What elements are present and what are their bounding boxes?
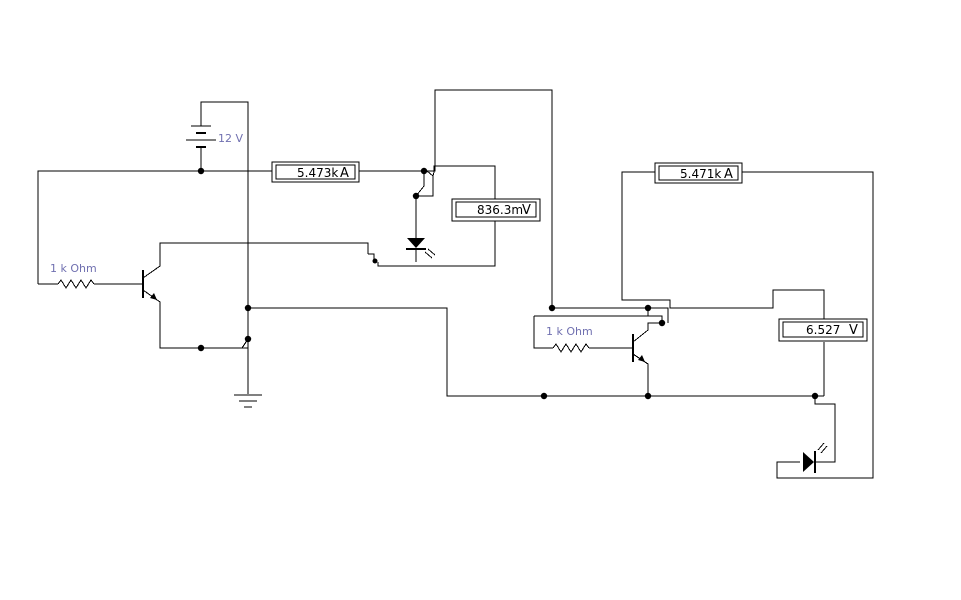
resistor-left-label: 1 k Ohm [50, 262, 97, 275]
junction [540, 392, 548, 400]
right-resistor-lead [533, 316, 553, 349]
voltmeter-led: 836.3m V [451, 198, 541, 222]
junction [197, 344, 205, 352]
transistor-right [632, 322, 662, 396]
led-left-icon [406, 238, 436, 262]
led-right-icon [803, 442, 828, 473]
ammeter-left-unit: A [340, 166, 349, 181]
battery-12v [186, 101, 249, 308]
resistor-right [552, 343, 633, 353]
voltmeter-led-value: 836.3m [477, 203, 523, 217]
battery-label: 12 V [218, 132, 243, 145]
transistor-left [142, 242, 369, 349]
switch-left [368, 221, 496, 267]
junction [644, 392, 652, 400]
ammeter-left: 5.473k A [271, 161, 360, 183]
junction [197, 167, 205, 175]
ground-link [241, 338, 249, 349]
resistor-right-label: 1 k Ohm [546, 325, 593, 338]
voltmeter-lead-wire [432, 165, 496, 199]
ground-icon [234, 394, 262, 408]
right-led-wire [814, 396, 836, 463]
voltmeter-right: 6.527 V [778, 318, 868, 342]
right-ammeter-loop-wire [621, 171, 825, 320]
right-collector-wire [552, 307, 669, 323]
ammeter-right: 5.471k A [654, 162, 743, 184]
led-bypass-wire [416, 170, 434, 197]
bottom-bus-wire [248, 307, 824, 397]
voltmeter-right-value: 6.527 [806, 323, 840, 337]
right-outer-wire [742, 171, 874, 479]
top-right-link-wire [427, 89, 553, 308]
ammeter-right-value: 5.471k [680, 167, 721, 181]
resistor-left [38, 279, 143, 289]
voltmeter-led-unit: V [522, 203, 531, 218]
junction [548, 304, 556, 312]
ammeter-right-unit: A [724, 167, 733, 182]
junction [420, 167, 428, 175]
led-feed-wire [415, 171, 425, 238]
right-switch-wire [647, 308, 663, 323]
left-loop-wire [37, 170, 272, 284]
ammeter-left-value: 5.473k [297, 166, 338, 180]
voltmeter-right-unit: V [849, 323, 858, 338]
